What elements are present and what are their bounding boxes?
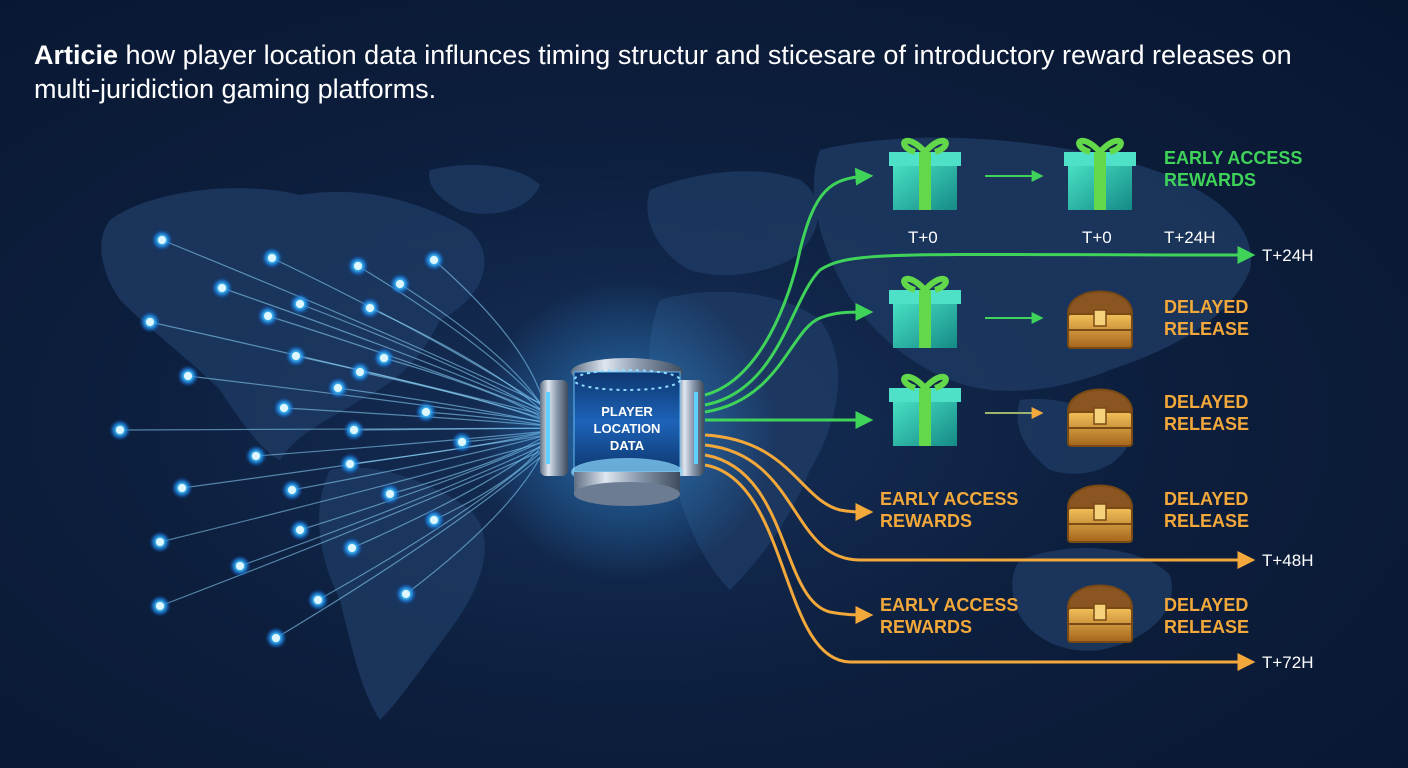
location-node-core	[334, 384, 342, 392]
timing-t48: T+48H	[1262, 551, 1314, 570]
location-node-core	[296, 526, 304, 534]
label-delayed-c-line-1: DELAYED	[1164, 489, 1248, 509]
page-title-rest: how player location data influnces timin…	[34, 40, 1292, 104]
location-node-core	[422, 408, 430, 416]
location-node-core	[396, 280, 404, 288]
hub-top-dots	[573, 369, 681, 391]
treasure-chest-icon	[1066, 388, 1134, 447]
gift-icon	[889, 275, 961, 348]
label-delayed-d-line-1: DELAYED	[1164, 595, 1248, 615]
label-delayed-d-line-2: RELEASE	[1164, 617, 1249, 637]
location-node-core	[264, 312, 272, 320]
location-node-core	[430, 256, 438, 264]
location-node-core	[430, 516, 438, 524]
location-node-core	[280, 404, 288, 412]
hub-glass-core	[574, 372, 680, 472]
hub-label-line-3: DATA	[610, 438, 645, 453]
location-node-core	[380, 354, 388, 362]
treasure-chest-icon	[1066, 484, 1134, 543]
location-node-core	[218, 284, 226, 292]
location-node-core	[178, 484, 186, 492]
outcome-labels: EARLY ACCESS REWARDS DELAYED RELEASE DEL…	[880, 148, 1302, 637]
label-delayed-b-line-1: DELAYED	[1164, 392, 1248, 412]
location-node-core	[354, 262, 362, 270]
timing-t72: T+72H	[1262, 653, 1314, 672]
location-node-core	[236, 562, 244, 570]
label-delayed-a-line-2: RELEASE	[1164, 319, 1249, 339]
route-orange-early-a	[704, 433, 874, 521]
gift-icon	[889, 137, 961, 210]
location-node-core	[386, 490, 394, 498]
timing-t24-inner: T+24H	[1164, 228, 1216, 247]
location-node-core	[272, 634, 280, 642]
route-green-24h	[704, 245, 1256, 407]
location-node-core	[402, 590, 410, 598]
label-early-access-orange-b-line-2: REWARDS	[880, 617, 972, 637]
location-node-core	[346, 460, 354, 468]
location-node-core	[314, 596, 322, 604]
timing-t0-left: T+0	[908, 228, 938, 247]
location-node-core	[348, 544, 356, 552]
connector-arrows	[985, 170, 1044, 419]
gift-icon	[889, 373, 961, 446]
location-node-core	[146, 318, 154, 326]
location-node-core	[458, 438, 466, 446]
location-node-core	[156, 538, 164, 546]
player-location-data-hub: PLAYER LOCATION DATA	[540, 358, 704, 506]
label-early-access-green-line-2: REWARDS	[1164, 170, 1256, 190]
location-node-core	[252, 452, 260, 460]
location-node-core	[268, 254, 276, 262]
network-nodes	[109, 229, 473, 649]
route-green-delayed-a	[704, 303, 874, 414]
label-early-access-orange-b-line-1: EARLY ACCESS	[880, 595, 1018, 615]
location-node-core	[116, 426, 124, 434]
hub-label-line-2: LOCATION	[594, 421, 661, 436]
label-early-access-orange-a-line-2: REWARDS	[880, 511, 972, 531]
hub-left-light	[546, 392, 550, 464]
location-node-core	[288, 486, 296, 494]
timing-t24: T+24H	[1262, 246, 1314, 265]
treasure-chest-icon	[1066, 290, 1134, 349]
label-delayed-b-line-2: RELEASE	[1164, 414, 1249, 434]
location-node-core	[158, 236, 166, 244]
location-node-core	[356, 368, 364, 376]
label-delayed-a-line-1: DELAYED	[1164, 297, 1248, 317]
greenland-shape	[429, 165, 540, 214]
label-delayed-c-line-2: RELEASE	[1164, 511, 1249, 531]
timing-t0-right: T+0	[1082, 228, 1112, 247]
location-node-core	[366, 304, 374, 312]
europe-shape	[647, 171, 819, 276]
label-early-access-orange-a-line-1: EARLY ACCESS	[880, 489, 1018, 509]
location-node-core	[296, 300, 304, 308]
route-orange-72h	[704, 463, 1256, 671]
location-node-core	[350, 426, 358, 434]
timing-labels: T+0 T+0 T+24H T+24H T+48H T+72H	[908, 228, 1314, 672]
gift-icon	[1064, 137, 1136, 210]
route-orange-48h	[704, 443, 1256, 569]
hub-label-line-1: PLAYER	[601, 404, 653, 419]
hub-left-clamp	[540, 380, 568, 476]
hub-base-bottom	[574, 482, 680, 506]
route-orange-early-b	[704, 453, 874, 624]
page-title: Articie how player location data influnc…	[34, 38, 1354, 106]
location-node-core	[156, 602, 164, 610]
treasure-chest-icon	[1066, 584, 1134, 643]
hub-right-light	[694, 392, 698, 464]
routing-lines	[704, 167, 1256, 671]
location-node-core	[292, 352, 300, 360]
location-node-core	[184, 372, 192, 380]
label-early-access-green-line-1: EARLY ACCESS	[1164, 148, 1302, 168]
route-green-early	[704, 167, 874, 397]
page-title-lead: Articie	[34, 40, 119, 70]
reward-icons	[889, 137, 1136, 643]
